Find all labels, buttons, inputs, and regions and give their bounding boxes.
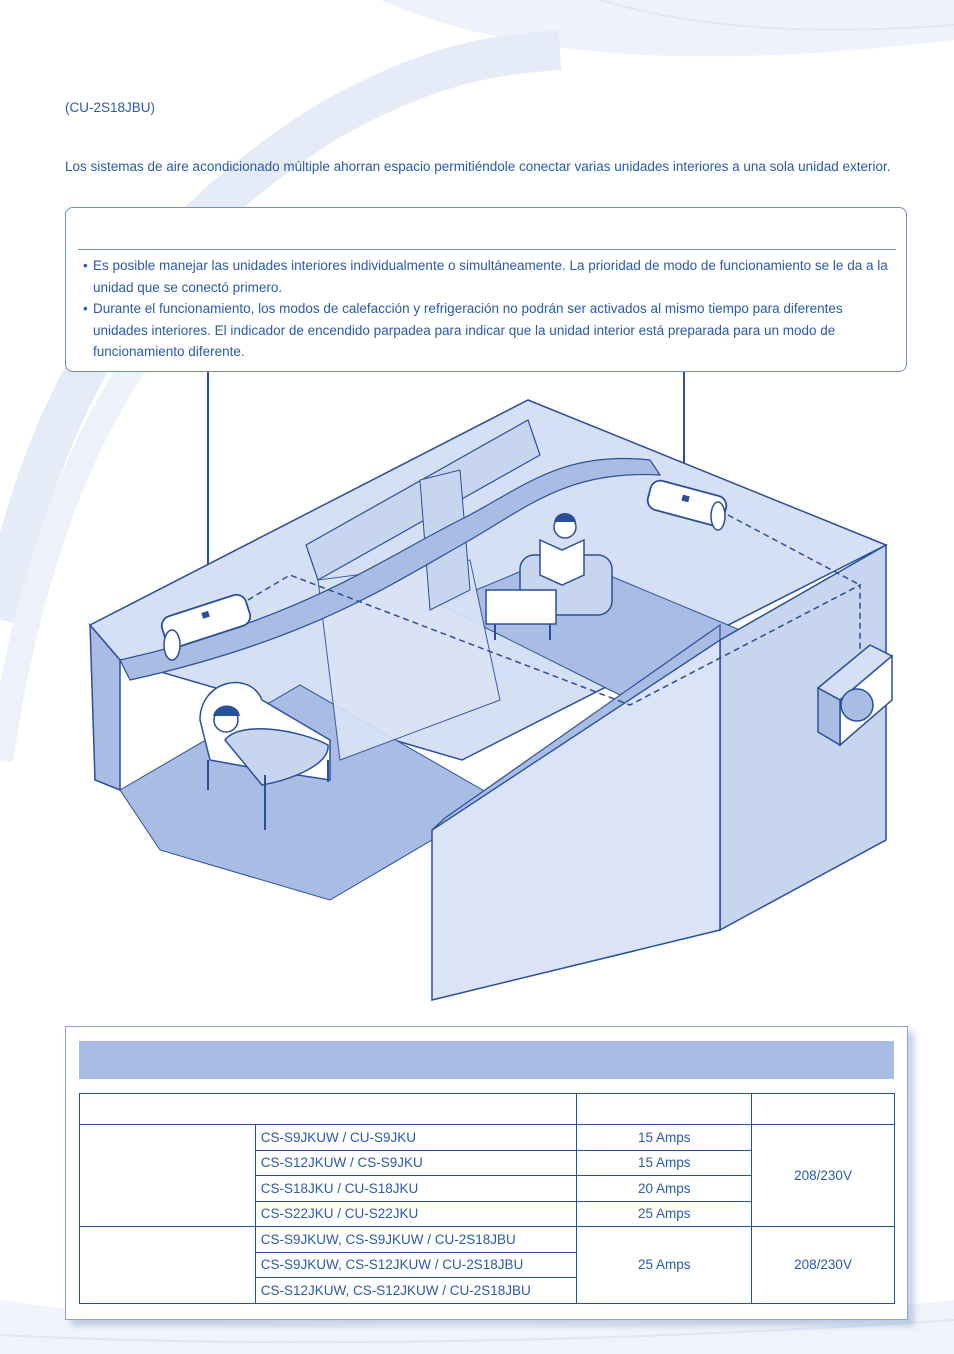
amps-cell: 25 Amps	[576, 1200, 753, 1227]
amps-cell: 20 Amps	[576, 1175, 753, 1202]
model-cell: CS-S9JKUW, CS-S12JKUW / CU-2S18JBU	[254, 1251, 578, 1278]
outdoor-ac-unit-icon	[816, 644, 894, 747]
voltage-cell: 208/230V	[751, 1124, 895, 1227]
table-row: CS-S12JKUW, CS-S12JKUW / CU-2S18JBU	[80, 1277, 895, 1304]
table-row: CS-S18JKU / CU-S18JKU 20 Amps	[80, 1175, 895, 1202]
house-cutaway-illustration	[88, 372, 894, 1001]
indoor-ac-unit-icon	[646, 479, 728, 531]
info-box-divider	[78, 249, 896, 250]
info-bullet-list: •Es posible manejar las unidades interio…	[83, 255, 893, 363]
amps-cell: 15 Amps	[576, 1149, 753, 1176]
amps-cell: 15 Amps	[576, 1124, 753, 1151]
spec-table-card: CS-S9JKUW / CU-S9JKU 15 Amps 208/230V CS…	[65, 1026, 908, 1320]
model-cell: CS-S9JKUW, CS-S9JKUW / CU-2S18JBU	[254, 1226, 578, 1253]
table-row: CS-S22JKU / CU-S22JKU 25 Amps	[80, 1200, 895, 1227]
model-cell: CS-S9JKUW / CU-S9JKU	[254, 1124, 578, 1151]
person-sleeping-icon	[199, 681, 331, 830]
table-header-cell	[576, 1093, 753, 1125]
intro-paragraph: Los sistemas de aire acondicionado múlti…	[65, 159, 891, 174]
info-bullet-text: Es posible manejar las unidades interior…	[93, 258, 888, 295]
voltage-cell: 208/230V	[751, 1226, 895, 1304]
table-header-cell	[78, 1093, 578, 1125]
table-title-band	[79, 1041, 894, 1079]
info-bullet: •Durante el funcionamiento, los modos de…	[83, 301, 843, 359]
table-header-row	[78, 1093, 895, 1125]
model-cell: CS-S12JKUW, CS-S12JKUW / CU-2S18JBU	[254, 1277, 578, 1304]
model-cell: CS-S22JKU / CU-S22JKU	[254, 1200, 578, 1227]
info-bullet: •Es posible manejar las unidades interio…	[83, 258, 888, 295]
indoor-ac-unit-icon	[160, 593, 252, 661]
model-cell: CS-S18JKU / CU-S18JKU	[254, 1175, 578, 1202]
table-row: CS-S9JKUW, CS-S9JKUW / CU-2S18JBU 25 Amp…	[79, 1226, 895, 1304]
info-box: •Es posible manejar las unidades interio…	[65, 207, 907, 372]
info-bullet-text: Durante el funcionamiento, los modos de …	[93, 301, 843, 359]
table-row: CS-S9JKUW, CS-S12JKUW / CU-2S18JBU	[80, 1251, 895, 1278]
table-header-cell	[751, 1093, 895, 1125]
group-label-cell	[79, 1226, 256, 1304]
table-row: CS-S12JKUW / CS-S9JKU 15 Amps	[80, 1149, 895, 1176]
person-reading-icon	[485, 513, 613, 640]
model-code: (CU-2S18JBU)	[65, 100, 156, 115]
amps-cell: 25 Amps	[576, 1226, 753, 1304]
spec-table: CS-S9JKUW / CU-S9JKU 15 Amps 208/230V CS…	[78, 1093, 895, 1304]
model-cell: CS-S12JKUW / CS-S9JKU	[254, 1149, 578, 1176]
group-label-cell	[79, 1124, 256, 1227]
table-row: CS-S9JKUW / CU-S9JKU 15 Amps 208/230V	[79, 1124, 895, 1227]
